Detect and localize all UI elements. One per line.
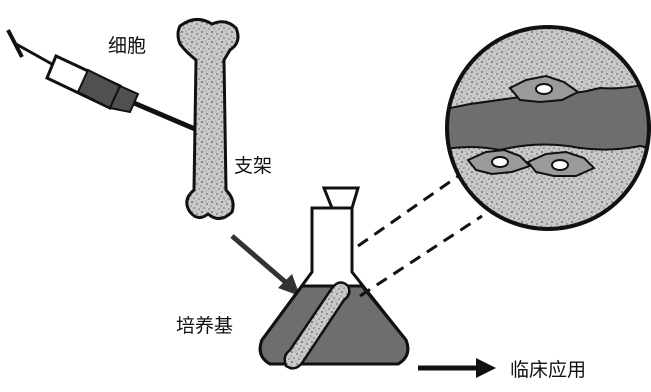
bone-scaffold-icon (178, 19, 238, 218)
application-arrow-icon (418, 358, 496, 378)
magnify-guide-lines (358, 172, 482, 296)
label-scaffold: 支架 (234, 155, 272, 177)
label-cells: 细胞 (108, 35, 146, 57)
label-culture-medium: 培养基 (176, 315, 233, 337)
syringe-icon (8, 30, 195, 129)
arrow-icon (232, 236, 300, 296)
label-clinical-application: 临床应用 (510, 359, 586, 381)
magnified-cells-icon (440, 20, 651, 250)
